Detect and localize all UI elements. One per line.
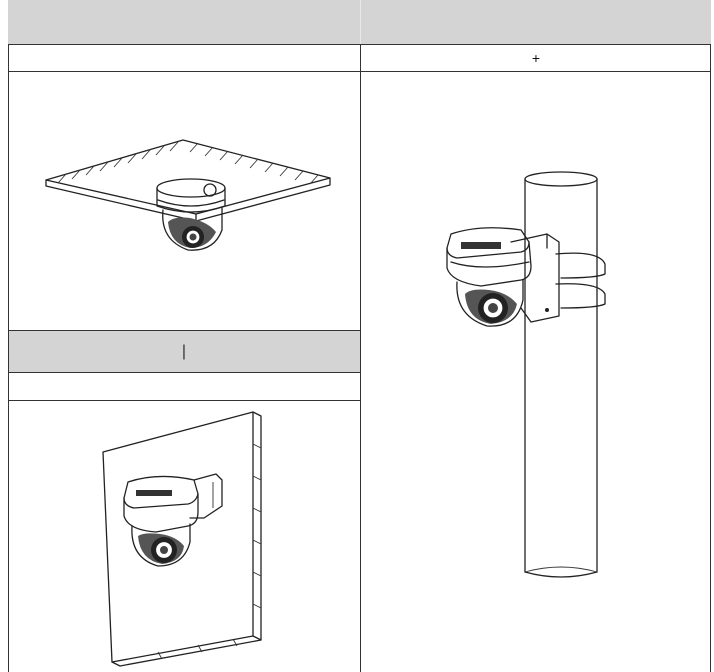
table-header-right: [361, 0, 711, 44]
grid-line: [8, 44, 711, 45]
caption-right: +: [361, 45, 711, 71]
grid-line: [8, 71, 711, 72]
pole-mount-illustration: [446, 171, 606, 578]
header-divider: [360, 0, 361, 44]
mid-caption-left: [8, 373, 360, 400]
mount-table: + |: [8, 0, 711, 672]
grid-line: [8, 330, 360, 331]
caption-left: [8, 45, 360, 71]
wall-mount-illustration: [102, 411, 262, 667]
table-header-left: [8, 0, 360, 44]
grid-line: [8, 400, 360, 401]
grid-line: [8, 372, 360, 373]
ceiling-mount-illustration: [45, 139, 331, 251]
grid-line: [710, 44, 711, 672]
mid-header-left: |: [8, 331, 360, 372]
grid-line: [360, 44, 361, 672]
grid-line: [8, 44, 9, 672]
